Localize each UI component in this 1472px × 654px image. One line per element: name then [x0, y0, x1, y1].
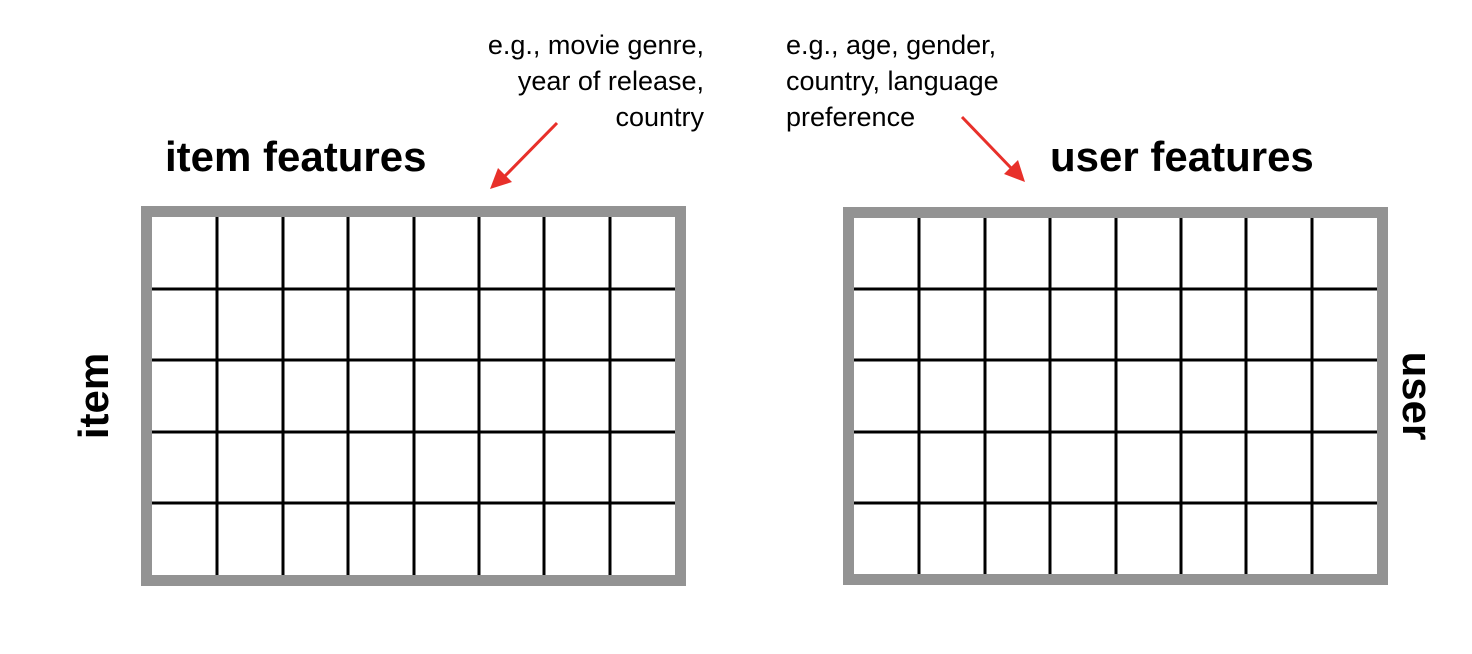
user-note-arrow-icon: [960, 115, 1025, 182]
item-features-title: item features: [165, 133, 427, 180]
user-features-note: e.g., age, gender, country, language pre…: [786, 27, 999, 135]
item-note-arrow-icon: [490, 121, 559, 189]
user-note-line: preference: [786, 102, 916, 132]
item-note-line: country: [615, 102, 704, 132]
user-note-line: e.g., age, gender,: [786, 30, 997, 60]
item-feature-matrix: [141, 206, 686, 586]
item-features-note: e.g., movie genre, year of release, coun…: [488, 27, 704, 135]
item-note-line: year of release,: [517, 66, 704, 96]
user-feature-matrix: [843, 207, 1388, 585]
item-note-line: e.g., movie genre,: [487, 30, 704, 60]
user-matrix-grid: [854, 218, 1377, 574]
user-note-line: country, language: [786, 66, 999, 96]
item-matrix-grid: [152, 217, 675, 575]
user-row-label: user: [1394, 351, 1441, 441]
item-row-label: item: [70, 352, 117, 440]
user-features-title: user features: [1050, 133, 1314, 180]
